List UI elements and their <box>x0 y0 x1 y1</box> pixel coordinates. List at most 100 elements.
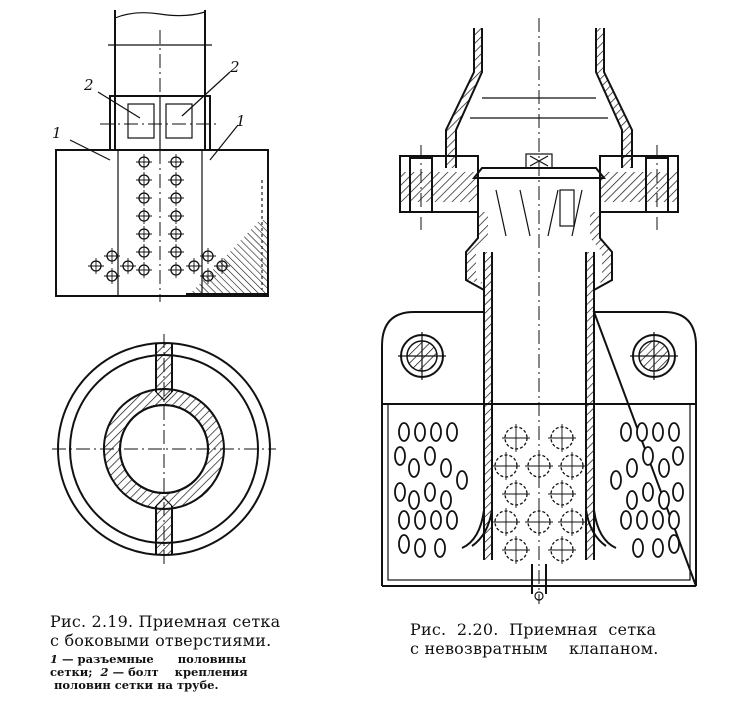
caption-2-20-line2: с невозвратным клапаном. <box>410 639 659 658</box>
basket-hole <box>672 446 684 466</box>
basket-hole <box>626 458 638 478</box>
hole-crosshair <box>168 154 184 170</box>
hole-crosshair <box>136 154 152 170</box>
basket-hole <box>610 470 622 490</box>
basket-hole <box>446 422 458 442</box>
basket-hole <box>652 422 664 442</box>
basket-hole <box>440 490 452 510</box>
basket-hole <box>394 482 406 502</box>
basket-hole <box>398 422 410 442</box>
hole-crosshair <box>168 262 184 278</box>
hole-crosshair <box>492 508 520 536</box>
legend-text-3: половин сетки на трубе. <box>54 678 219 692</box>
basket-hole <box>620 422 632 442</box>
legend-num-2: 2 <box>100 665 109 679</box>
bell-mouth <box>461 509 617 549</box>
hole-crosshair <box>120 258 136 274</box>
bolt-left <box>127 103 155 139</box>
basket-hole <box>652 510 664 530</box>
hole-crosshair <box>136 262 152 278</box>
hole-crosshair <box>525 508 553 536</box>
basket-hole <box>414 422 426 442</box>
basket-hole <box>642 482 654 502</box>
basket-hole <box>636 510 648 530</box>
basket-hole <box>456 470 468 490</box>
basket-hole <box>430 422 442 442</box>
pipe-break-line <box>114 11 206 19</box>
hole-crosshair <box>558 452 586 480</box>
hole-crosshair <box>502 536 530 564</box>
hole-crosshair <box>168 208 184 224</box>
hole-crosshair <box>136 190 152 206</box>
screen-housing <box>381 311 697 587</box>
caption-2-19-line1: Рис. 2.19. Приемная сетка <box>50 612 281 631</box>
label-1-right: 1 <box>236 112 246 130</box>
basket-hole <box>446 510 458 530</box>
pipe-holes <box>492 424 586 564</box>
figure-2-20-drawing <box>381 18 697 604</box>
basket-hole <box>672 482 684 502</box>
leader-2-right <box>181 71 231 117</box>
basket-hole <box>414 510 426 530</box>
basket-hole <box>394 446 406 466</box>
basket-hole <box>408 490 420 510</box>
caption-2-19-line2: с боковыми отверстиями. <box>50 631 272 650</box>
bottom-joint <box>155 506 173 555</box>
bolt-left-section <box>398 332 446 380</box>
label-2-right: 2 <box>229 58 240 76</box>
hole-crosshair <box>492 452 520 480</box>
legend-num-1: 1 <box>50 652 59 666</box>
basket-hole <box>620 510 632 530</box>
leader-2-left <box>97 91 141 119</box>
basket-holes <box>394 422 684 558</box>
section-hatch <box>188 220 268 296</box>
bolt-right <box>165 103 193 139</box>
caption-2-20-title: Рис. 2.20. Приемная сетка с невозвратным… <box>410 620 710 658</box>
caption-2-19-title: Рис. 2.19. Приемная сетка с боковыми отв… <box>50 612 310 650</box>
basket-hole <box>430 510 442 530</box>
hole-crosshair <box>214 258 230 274</box>
basket-hole <box>632 538 644 558</box>
pipe-outline <box>114 10 206 150</box>
leader-1-right <box>209 124 239 161</box>
figure-2-19-side-view: 1 1 2 2 <box>52 10 269 302</box>
hole-crosshair <box>525 452 553 480</box>
top-joint <box>155 343 173 392</box>
hole-crosshair <box>186 258 202 274</box>
basket-hole <box>398 534 410 554</box>
label-2-left: 2 <box>83 76 94 94</box>
basket-hole <box>668 422 680 442</box>
hole-crosshair <box>502 424 530 452</box>
hole-crosshair <box>168 226 184 242</box>
basket-hole <box>424 482 436 502</box>
label-1-left: 1 <box>52 124 62 142</box>
hole-crosshair <box>200 268 216 284</box>
legend-text-1: — разъемные половины <box>58 652 247 666</box>
hole-crosshair <box>200 248 216 264</box>
basket-hole <box>642 446 654 466</box>
basket-hole <box>440 458 452 478</box>
hole-crosshair <box>136 226 152 242</box>
hole-crosshair <box>548 480 576 508</box>
hole-crosshair <box>136 244 152 260</box>
legend-text-2a: сетки; <box>50 665 101 679</box>
caption-2-19-legend: 1 — разъемные половины сетки; 2 — болт к… <box>50 653 310 692</box>
legend-text-2b: — болт крепления <box>108 665 248 679</box>
basket-hole <box>658 490 670 510</box>
caption-figure-2-20: Рис. 2.20. Приемная сетка с невозвратным… <box>410 620 710 658</box>
caption-2-20-line1: Рис. 2.20. Приемная сетка <box>410 620 657 639</box>
basket-hole <box>424 446 436 466</box>
basket-hole <box>668 534 680 554</box>
figure-2-19-section-view <box>52 334 276 564</box>
hole-crosshair <box>104 248 120 264</box>
screen-holes <box>88 154 230 284</box>
hole-crosshair <box>88 258 104 274</box>
hole-crosshair <box>168 172 184 188</box>
basket-hole <box>408 458 420 478</box>
hole-crosshair <box>104 268 120 284</box>
basket-hole <box>414 538 426 558</box>
leader-1-left <box>69 139 111 161</box>
hole-crosshair <box>558 508 586 536</box>
